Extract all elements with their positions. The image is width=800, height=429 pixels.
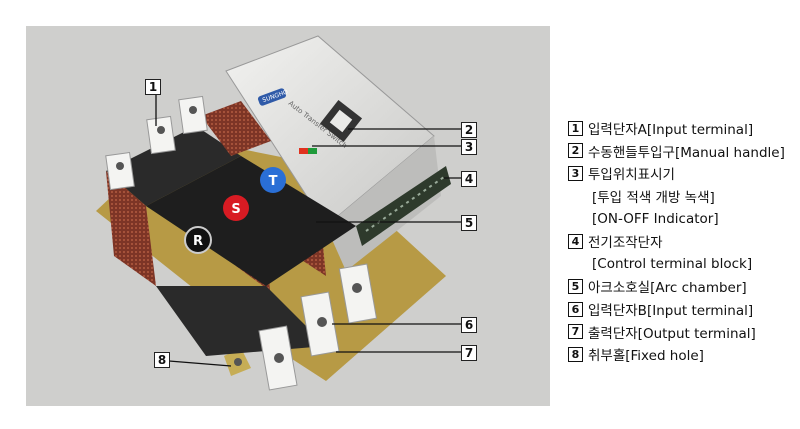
legend-list: 1 입력단자A[Input terminal] 2 수동핸들투입구[Manual… bbox=[568, 117, 796, 366]
legend-number: 5 bbox=[568, 278, 583, 294]
legend-number: 2 bbox=[568, 143, 583, 159]
legend-text: 출력단자[Output terminal] bbox=[588, 325, 756, 342]
arc-chamber-top bbox=[201, 101, 271, 156]
phase-label-t: T bbox=[269, 174, 278, 189]
callout-1: 1 bbox=[145, 79, 161, 95]
fixed-hole bbox=[234, 358, 242, 366]
phase-button-t bbox=[260, 167, 286, 193]
phase-button-s bbox=[223, 195, 249, 221]
legend-text: [투입 적색 개방 녹색] bbox=[592, 190, 715, 207]
legend-text: 전기조작단자 bbox=[588, 235, 663, 252]
phase-label-r: R bbox=[193, 234, 203, 249]
phase-label-s: S bbox=[231, 202, 240, 217]
legend-text: 입력단자B[Input terminal] bbox=[588, 303, 754, 320]
legend-item-indicator: 3 투입위치표시기 bbox=[568, 162, 796, 185]
manual-handle-slot bbox=[329, 109, 353, 133]
brand-badge bbox=[257, 88, 287, 106]
input-terminal-holes bbox=[116, 106, 197, 170]
input-terminals-a bbox=[105, 95, 208, 191]
legend-number: 8 bbox=[568, 346, 583, 362]
ats-device-illustration: SUNGHO Auto Transfer Switch R S T bbox=[96, 35, 461, 391]
legend-text: 취부홀[Fixed hole] bbox=[588, 348, 704, 365]
legend-item-arc-chamber: 5 아크소호실[Arc chamber] bbox=[568, 275, 796, 298]
legend-number: 3 bbox=[568, 165, 583, 181]
legend-text: [ON-OFF Indicator] bbox=[592, 210, 719, 227]
legend-number: 6 bbox=[568, 301, 583, 317]
callout-7: 7 bbox=[461, 345, 477, 361]
callout-8: 8 bbox=[154, 352, 170, 368]
legend-item-output-terminal: 7 출력단자[Output terminal] bbox=[568, 320, 796, 343]
arc-chamber-left bbox=[106, 171, 156, 286]
callout-leaders bbox=[155, 94, 461, 367]
callout-2: 2 bbox=[461, 122, 477, 138]
phase-button-r bbox=[184, 226, 212, 254]
callout-6: 6 bbox=[461, 317, 477, 333]
callout-4: 4 bbox=[461, 171, 477, 187]
legend-text: 투입위치표시기 bbox=[588, 167, 675, 184]
legend-item-fixed-hole: 8 취부홀[Fixed hole] bbox=[568, 343, 796, 366]
legend-text: 아크소호실[Arc chamber] bbox=[588, 280, 747, 297]
legend-item-input-terminal-a: 1 입력단자A[Input terminal] bbox=[568, 117, 796, 140]
legend-text: [Control terminal block] bbox=[592, 255, 753, 272]
callout-3: 3 bbox=[461, 139, 477, 155]
legend-number: 1 bbox=[568, 120, 583, 136]
indicator-on bbox=[299, 148, 308, 154]
legend-item-control-terminal-english: [Control terminal block] bbox=[568, 253, 796, 276]
legend-item-indicator-english: [ON-OFF Indicator] bbox=[568, 207, 796, 230]
output-terminal-holes bbox=[274, 283, 362, 363]
legend-text: 수동핸들투입구[Manual handle] bbox=[588, 144, 785, 161]
legend-item-manual-handle: 2 수동핸들투입구[Manual handle] bbox=[568, 140, 796, 163]
callout-5: 5 bbox=[461, 215, 477, 231]
indicator-off bbox=[308, 148, 317, 154]
legend-number: 7 bbox=[568, 324, 583, 340]
legend-item-control-terminal: 4 전기조작단자 bbox=[568, 230, 796, 253]
legend-number: 4 bbox=[568, 233, 583, 249]
controller-side bbox=[326, 136, 441, 271]
pole-body bbox=[146, 156, 356, 286]
legend-item-input-terminal-b: 6 입력단자B[Input terminal] bbox=[568, 298, 796, 321]
pole-top bbox=[106, 126, 241, 206]
legend-item-indicator-detail: [투입 적색 개방 녹색] bbox=[568, 185, 796, 208]
legend-text: 입력단자A[Input terminal] bbox=[588, 122, 754, 139]
